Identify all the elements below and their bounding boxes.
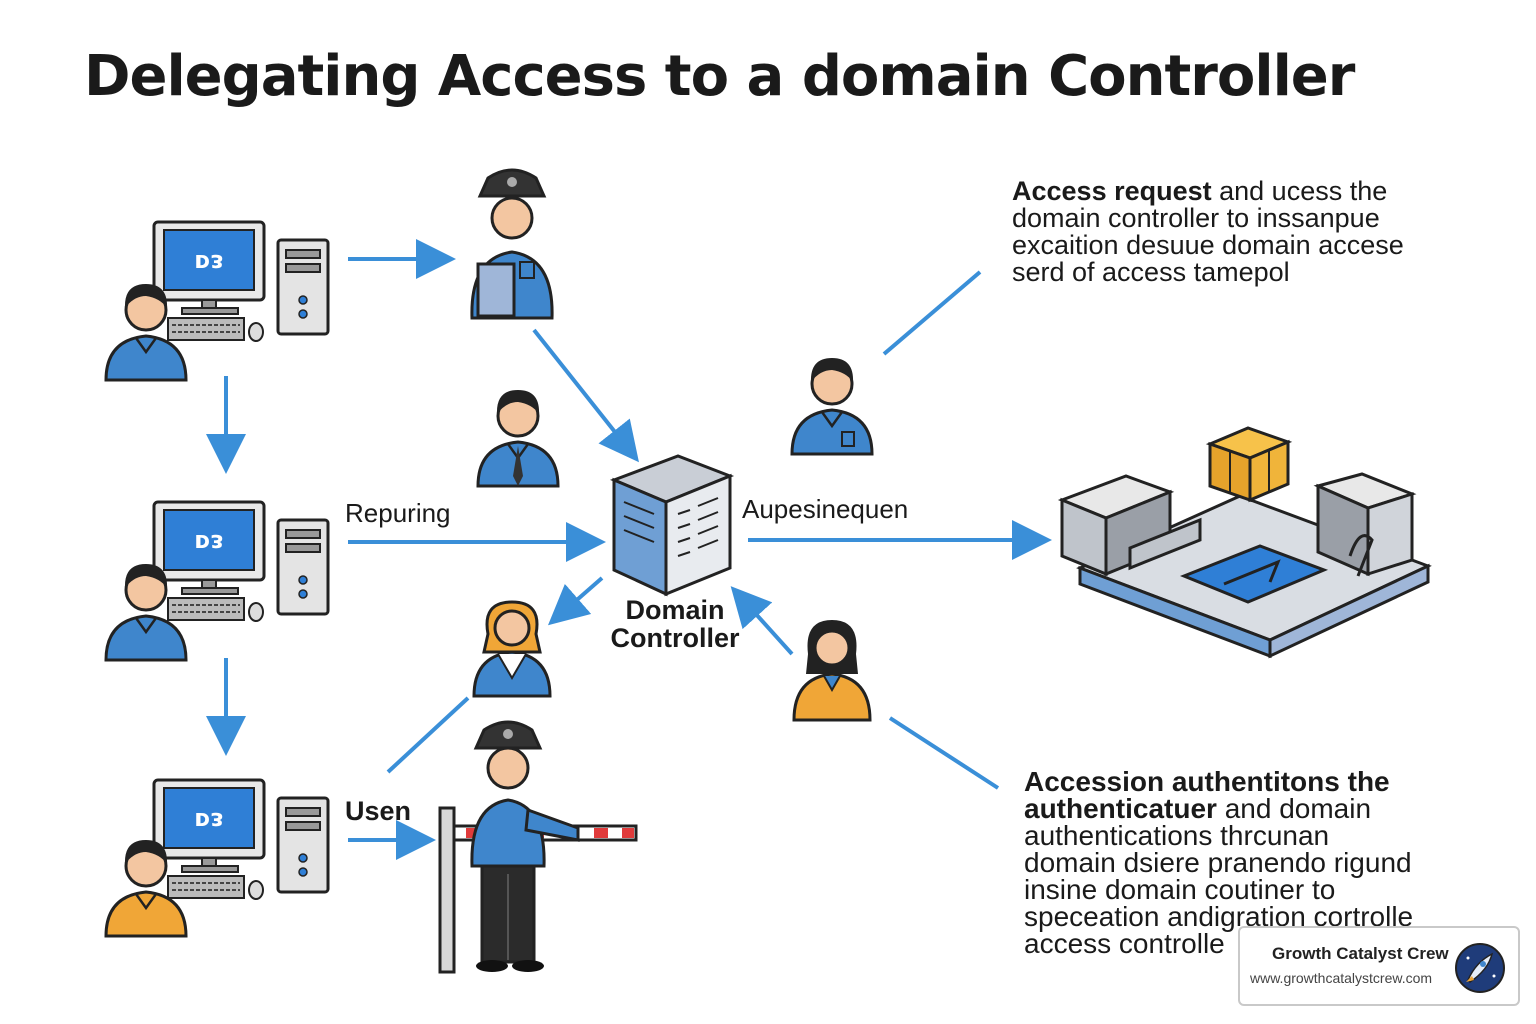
authentication-line5: insine domain coutiner to	[1024, 874, 1336, 905]
data-center-icon	[1057, 472, 1432, 659]
line-woman-to-text	[888, 716, 1000, 790]
workstation-1	[104, 220, 330, 382]
user-icon	[472, 600, 552, 698]
security-guard-icon	[470, 168, 554, 320]
page-title: Delegating Access to a domain Controller	[84, 44, 1355, 109]
brand-badge[interactable]: Growth Catalyst Crew www.growthcatalystc…	[1238, 926, 1520, 1006]
arrow-guard-to-dc	[532, 328, 639, 463]
authentication-line7: access controlle	[1024, 928, 1225, 959]
line-gate-to-woman	[386, 696, 470, 774]
workstation-2	[104, 500, 330, 662]
arrows	[206, 239, 1052, 860]
arrow-dc-to-woman	[547, 576, 604, 626]
authentication-line3: authentications thrcunan	[1024, 820, 1330, 851]
authentication-line6: speceation andigration cortrolle	[1024, 901, 1414, 932]
workstation-3	[104, 778, 330, 938]
line-user-to-text	[882, 270, 982, 356]
access-request-line4: serd of access tamepol	[1012, 257, 1290, 287]
brand-url[interactable]: www.growthcatalystcrew.com	[1250, 970, 1433, 986]
rocket-logo-icon	[1455, 943, 1505, 993]
access-request-line1: and ucess the	[1211, 176, 1388, 206]
label-repuring: Repuring	[345, 498, 451, 528]
arrow-woman-to-dc	[730, 586, 794, 656]
access-request-line3: excaition deѕuue domain accese	[1012, 230, 1404, 260]
authentication-line2-bold: authenticatuer	[1024, 793, 1217, 824]
access-request-line2: domain controller to inssanpue	[1012, 203, 1380, 233]
label-usen: Usen	[345, 796, 412, 826]
access-request-heading: Access request	[1012, 176, 1212, 206]
authentication-line4: domain dsiere pranendo rigund	[1024, 847, 1412, 878]
server-icon	[609, 454, 735, 597]
authentication-text: Accession authentitons the authenticatue…	[1024, 766, 1414, 959]
user-icon	[790, 356, 874, 456]
brand-name: Growth Catalyst Crew	[1272, 944, 1449, 963]
access-request-text: Access request and ucess the domain cont…	[1012, 178, 1404, 286]
security-guard-icon	[470, 720, 580, 972]
label-aupesinequen: Aupesinequen	[742, 494, 909, 524]
user-icon	[792, 620, 872, 722]
package-icon	[1205, 426, 1293, 503]
user-icon	[476, 388, 560, 488]
authentication-line1: Accession authentitons the	[1024, 766, 1390, 797]
domain-controller-label: Domain Controller	[600, 596, 750, 652]
authentication-line2-rest: and domain	[1216, 793, 1372, 824]
domain-controller-label-line1: Domain	[625, 595, 725, 625]
domain-controller-label-line2: Controller	[610, 623, 740, 653]
